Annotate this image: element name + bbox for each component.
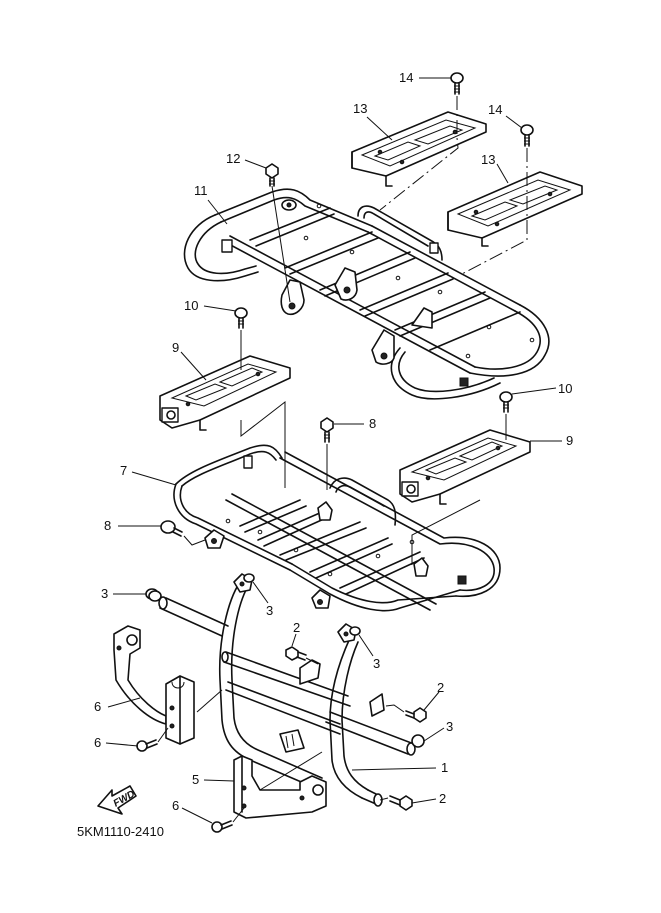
callout-14[interactable]: 14: [488, 102, 502, 117]
carrier-mat-part-9-left[interactable]: [159, 355, 291, 431]
callout-8[interactable]: 8: [369, 416, 376, 431]
rear-carrier-part-11[interactable]: [183, 188, 550, 400]
assembly-line: [240, 400, 286, 488]
callout-2[interactable]: 2: [437, 680, 444, 695]
callout-3[interactable]: 3: [446, 719, 453, 734]
callout-2[interactable]: 2: [439, 791, 446, 806]
assembly-line: [379, 96, 459, 211]
callout-9[interactable]: 9: [566, 433, 573, 448]
screw-part-10-left[interactable]: [234, 307, 248, 329]
carrier-frame-part-1[interactable]: [158, 573, 416, 807]
bolt-part-8-lower[interactable]: [160, 520, 183, 537]
screw-part-6-upper[interactable]: [136, 739, 158, 752]
callout-6[interactable]: 6: [94, 735, 101, 750]
callout-4[interactable]: 5: [192, 772, 199, 787]
callout-3[interactable]: 3: [373, 656, 380, 671]
bolt-part-2-mid[interactable]: [285, 646, 307, 661]
assembly-line: [411, 499, 481, 565]
front-carrier-part-7[interactable]: [173, 444, 501, 612]
callout-6[interactable]: 6: [172, 798, 179, 813]
callout-7[interactable]: 7: [120, 463, 127, 478]
assembly-line: [196, 689, 223, 713]
callout-2[interactable]: 2: [293, 620, 300, 635]
callout-9[interactable]: 9: [172, 340, 179, 355]
bracket-part-4[interactable]: [233, 755, 327, 819]
bolt-part-8-upper[interactable]: [320, 417, 334, 443]
assembly-line: [385, 704, 405, 713]
cap-part-3-left[interactable]: [145, 588, 162, 602]
assembly-line: [157, 727, 169, 743]
cap-part-3-mid[interactable]: [349, 626, 361, 636]
assembly-line: [379, 797, 389, 801]
callout-3[interactable]: 3: [266, 603, 273, 618]
assembly-line: [232, 807, 245, 823]
callout-3[interactable]: 3: [101, 586, 108, 601]
callout-12[interactable]: 12: [226, 151, 240, 166]
assembly-line: [259, 751, 323, 791]
bolt-part-2-bottom[interactable]: [389, 795, 413, 811]
carrier-mat-part-13-lower[interactable]: [447, 171, 583, 247]
cap-part-3-top[interactable]: [243, 573, 255, 583]
callout-10[interactable]: 10: [184, 298, 198, 313]
callout-5[interactable]: 6: [94, 699, 101, 714]
bolt-part-12[interactable]: [265, 163, 279, 187]
screw-part-14-upper[interactable]: [450, 72, 464, 95]
carrier-mat-part-9-right[interactable]: [399, 429, 531, 505]
fwd-label: FWD: [112, 789, 137, 810]
callout-13[interactable]: 13: [481, 152, 495, 167]
callout-8[interactable]: 8: [104, 518, 111, 533]
drawing-code: 5KM1110-2410: [77, 824, 164, 839]
callout-10[interactable]: 10: [558, 381, 572, 396]
bolt-part-2-right[interactable]: [405, 707, 427, 723]
assembly-line: [459, 148, 528, 276]
cap-part-3-right[interactable]: [411, 734, 425, 748]
screw-part-6-lower[interactable]: [211, 820, 233, 833]
assembly-line: [183, 535, 206, 546]
carrier-mat-part-13-upper[interactable]: [351, 111, 487, 187]
bracket-part-5[interactable]: [113, 625, 195, 745]
screw-part-10-right[interactable]: [499, 391, 513, 413]
callout-1[interactable]: 1: [441, 760, 448, 775]
forward-direction-arrow: FWD: [97, 785, 137, 815]
screw-part-14-lower[interactable]: [520, 124, 534, 147]
assembly-line: [271, 185, 291, 303]
assembly-line: [305, 657, 319, 665]
callout-14[interactable]: 14: [399, 70, 413, 85]
callout-11[interactable]: 11: [194, 183, 208, 198]
callout-13[interactable]: 13: [353, 101, 367, 116]
